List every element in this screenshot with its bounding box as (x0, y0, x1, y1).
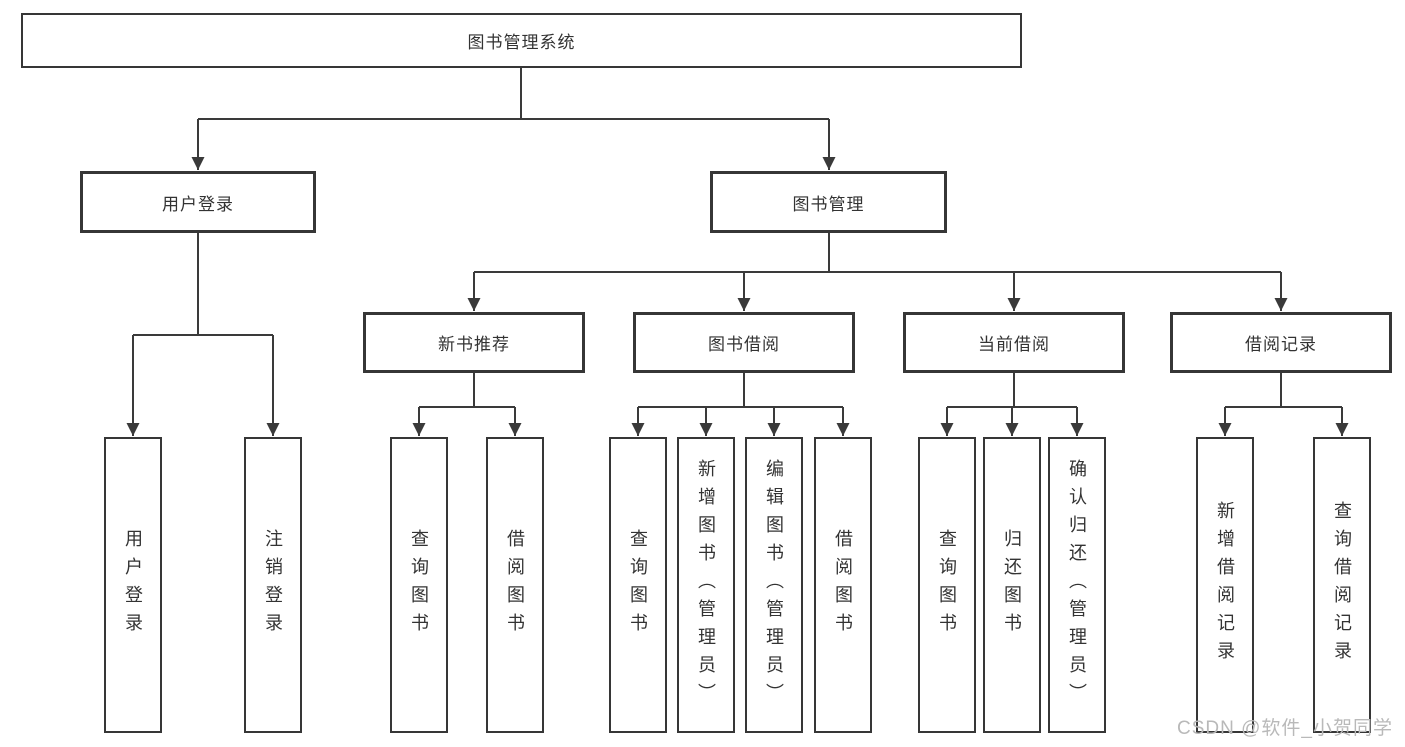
node-label: 用户登录 (162, 194, 234, 214)
node-leaf-add-books-admin: 新增图书（管理员） (677, 437, 735, 733)
node-leaf-query-books-borrowing: 查询图书 (609, 437, 667, 733)
node-label: 查询图书 (409, 529, 429, 641)
node-leaf-confirm-return-admin: 确认归还（管理员） (1048, 437, 1106, 733)
node-leaf-user-login: 用户登录 (104, 437, 162, 733)
node-label: 查询图书 (937, 529, 957, 641)
csdn-watermark: CSDN @软件_小贺同学 (1177, 718, 1393, 739)
node-leaf-query-books-recommend: 查询图书 (390, 437, 448, 733)
node-book-borrowing: 图书借阅 (633, 312, 855, 373)
node-label: 用户登录 (123, 529, 143, 641)
node-leaf-borrow-books-borrowing: 借阅图书 (814, 437, 872, 733)
node-root-system: 图书管理系统 (21, 13, 1022, 68)
node-borrowing-records: 借阅记录 (1170, 312, 1392, 373)
node-current-borrowing: 当前借阅 (903, 312, 1125, 373)
node-label: 图书管理 (792, 194, 865, 214)
node-label: 新书推荐 (438, 335, 510, 354)
node-label: 当前借阅 (978, 335, 1050, 354)
node-book-management-module: 图书管理 (710, 171, 947, 233)
node-leaf-return-books: 归还图书 (983, 437, 1041, 733)
node-leaf-edit-books-admin: 编辑图书（管理员） (745, 437, 803, 733)
node-label: 新增图书（管理员） (696, 459, 716, 711)
node-new-book-recommend: 新书推荐 (363, 312, 585, 373)
node-leaf-borrow-books-recommend: 借阅图书 (486, 437, 544, 733)
node-label: 借阅图书 (505, 529, 525, 641)
node-label: 图书管理系统 (467, 33, 576, 52)
node-label: 图书借阅 (708, 335, 780, 354)
node-leaf-query-books-current: 查询图书 (918, 437, 976, 733)
node-leaf-logout: 注销登录 (244, 437, 302, 733)
node-leaf-query-borrow-record: 查询借阅记录 (1313, 437, 1371, 733)
node-label: 编辑图书（管理员） (764, 459, 784, 711)
node-label: 借阅图书 (833, 529, 853, 641)
node-user-login-module: 用户登录 (80, 171, 316, 233)
node-label: 查询图书 (628, 529, 648, 641)
node-leaf-add-borrow-record: 新增借阅记录 (1196, 437, 1254, 733)
node-label: 确认归还（管理员） (1067, 459, 1087, 711)
node-label: 注销登录 (263, 529, 283, 641)
node-label: 借阅记录 (1245, 335, 1317, 354)
node-label: 新增借阅记录 (1215, 501, 1235, 669)
node-label: 查询借阅记录 (1332, 501, 1352, 669)
node-label: 归还图书 (1002, 529, 1022, 641)
